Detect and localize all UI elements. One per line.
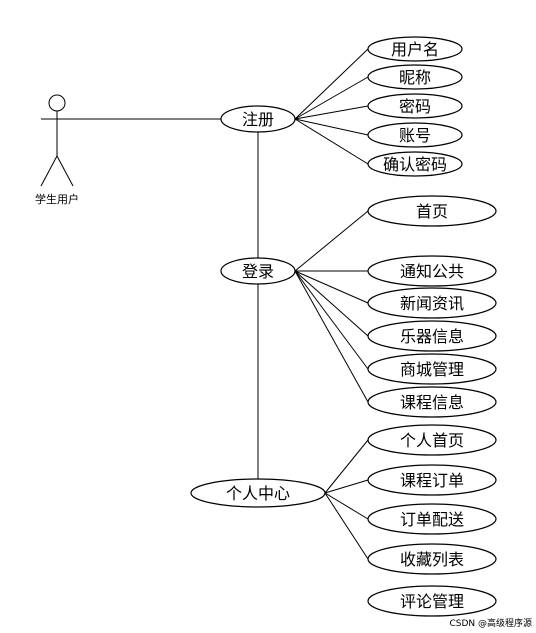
login-item-label: 乐器信息 — [400, 327, 464, 346]
use-case-personal-center: 个人中心 — [190, 478, 326, 508]
use-case-register-label: 注册 — [242, 110, 274, 129]
register-item: 用户名 — [367, 36, 463, 62]
personal-item: 课程订单 — [367, 464, 497, 496]
use-case-personal-center-label: 个人中心 — [226, 484, 290, 503]
login-item-label: 课程信息 — [400, 393, 464, 412]
use-case-register: 注册 — [220, 105, 296, 133]
login-item-label: 新闻资讯 — [400, 294, 464, 313]
login-item: 新闻资讯 — [367, 287, 497, 319]
register-item: 确认密码 — [367, 151, 463, 177]
login-item: 通知公共 — [367, 255, 497, 287]
register-item: 账号 — [367, 122, 463, 148]
personal-item-label: 课程订单 — [400, 471, 464, 490]
association-lines — [73, 48, 369, 560]
watermark: CSDN @高级程序源 — [449, 617, 532, 629]
personal-item-label: 收藏列表 — [400, 550, 464, 569]
use-case-login: 登录 — [220, 257, 296, 285]
personal-item: 个人首页 — [367, 424, 497, 456]
personal-item-label: 个人首页 — [400, 431, 464, 450]
register-item-label: 密码 — [399, 97, 431, 116]
personal-item-label: 订单配送 — [400, 510, 464, 529]
login-item: 乐器信息 — [367, 320, 497, 352]
register-item-label: 昵称 — [399, 68, 431, 87]
login-item: 课程信息 — [367, 386, 497, 418]
login-item-label: 商城管理 — [400, 360, 464, 379]
login-item-label: 通知公共 — [400, 262, 464, 281]
register-item-label: 账号 — [399, 126, 431, 145]
personal-item: 收藏列表 — [367, 543, 497, 575]
login-item: 商城管理 — [367, 353, 497, 385]
actor-figure — [40, 94, 74, 187]
login-item: 首页 — [367, 195, 497, 227]
personal-item: 评论管理 — [367, 585, 497, 617]
register-item-label: 用户名 — [391, 40, 439, 59]
actor-label: 学生用户 — [35, 192, 79, 206]
personal-item-label: 评论管理 — [400, 592, 464, 611]
use-case-login-label: 登录 — [242, 262, 274, 281]
register-item-label: 确认密码 — [383, 155, 447, 174]
register-item: 昵称 — [367, 64, 463, 90]
register-item: 密码 — [367, 93, 463, 119]
login-item-label: 首页 — [416, 202, 448, 221]
personal-item: 订单配送 — [367, 503, 497, 535]
